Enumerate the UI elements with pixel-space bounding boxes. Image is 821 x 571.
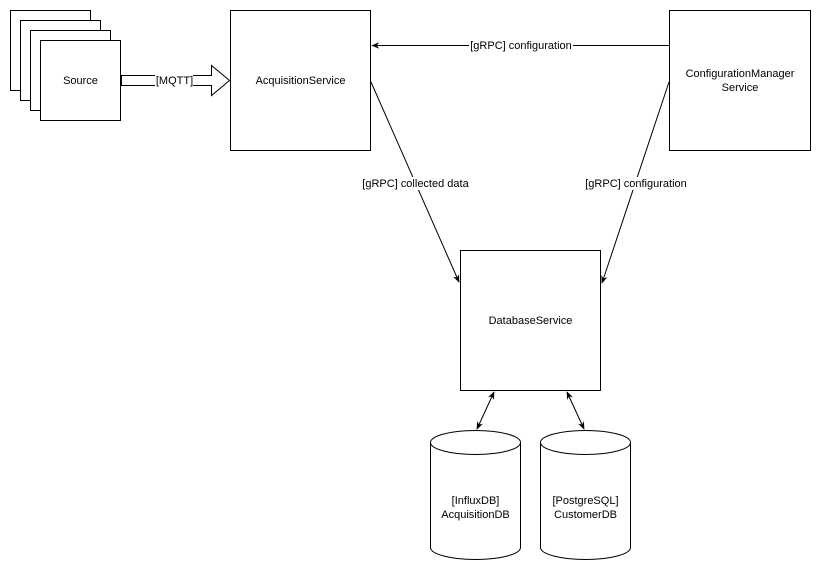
source-node: [40, 40, 121, 121]
mqtt-label-bg: [155, 73, 193, 87]
influx-db-top: [430, 430, 521, 455]
database-to-postgres-edge: [566, 391, 585, 430]
postgres-db-label-line1: [PostgreSQL]: [552, 495, 618, 507]
config-to-database-label-bg: [584, 177, 688, 190]
database-service-box: [460, 250, 601, 391]
config-to-database-edge: [gRPC] configuration: [584, 81, 688, 284]
config-to-acquisition-label: [gRPC] configuration: [470, 40, 572, 52]
configuration-manager-box: [669, 10, 811, 151]
configuration-manager-label-line1: ConfigurationManager: [686, 68, 795, 80]
database-service-node: DatabaseService: [460, 250, 601, 391]
configuration-manager-node: ConfigurationManager Service: [669, 10, 811, 151]
acquisition-service-box: [230, 10, 371, 151]
configuration-manager-label-line2: Service: [722, 82, 759, 94]
postgres-db-label-line2: CustomerDB: [554, 509, 617, 521]
config-to-database-label: [gRPC] configuration: [585, 178, 687, 190]
config-to-acquisition-label-bg: [469, 39, 573, 52]
postgres-db-top: [540, 430, 631, 455]
source-label: Source: [63, 75, 98, 87]
influx-db-label-line2: AcquisitionDB: [441, 509, 509, 521]
postgres-db-node: [PostgreSQL] CustomerDB: [540, 430, 631, 560]
acquisition-service-label: AcquisitionService: [256, 75, 346, 87]
influx-db-body: [430, 442, 521, 560]
acquisition-to-database-edge: [gRPC] collected data: [361, 81, 471, 283]
mqtt-label: [MQTT]: [156, 75, 193, 87]
database-to-influx-edge: [476, 391, 495, 430]
acquisition-service-node: AcquisitionService: [230, 10, 371, 151]
database-service-label: DatabaseService: [489, 315, 573, 327]
acquisition-to-database-label: [gRPC] collected data: [362, 178, 469, 190]
mqtt-connector: [MQTT]: [121, 64, 231, 97]
influx-db-label-line1: [InfluxDB]: [452, 495, 500, 507]
config-to-acquisition-edge: [gRPC] configuration: [371, 39, 670, 52]
influx-db-node: [InfluxDB] AcquisitionDB: [430, 430, 521, 560]
postgres-db-body: [540, 442, 631, 560]
source-stack: Source: [10, 10, 121, 121]
acquisition-to-database-label-bg: [361, 177, 471, 190]
